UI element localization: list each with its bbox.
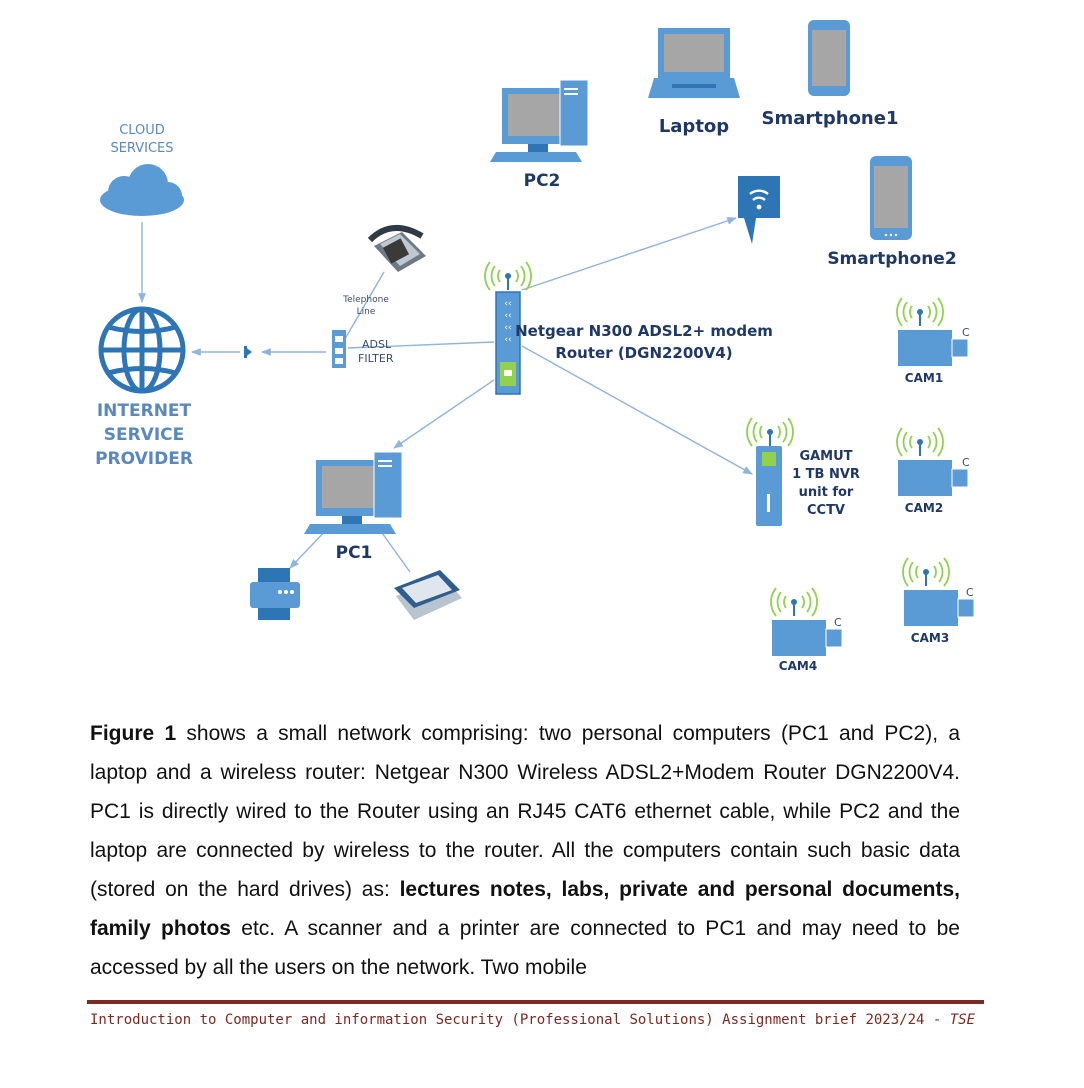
cam2-camera-icon bbox=[897, 459, 969, 497]
paragraph-bold-data-list: lectures notes, labs, private and person… bbox=[90, 878, 960, 940]
cloud-icon bbox=[100, 164, 184, 216]
scanner-icon bbox=[394, 570, 462, 620]
cam4-camera-icon bbox=[771, 619, 843, 657]
cam1-lens-label: C bbox=[962, 326, 970, 339]
nvr-label-line3: unit for bbox=[799, 485, 854, 500]
footer-text: Introduction to Computer and information… bbox=[90, 1012, 950, 1028]
nvr-label-line2: 1 TB NVR bbox=[792, 467, 860, 482]
cam4-lens-label: C bbox=[834, 616, 842, 629]
footer: Introduction to Computer and information… bbox=[90, 1012, 975, 1028]
telephone-line bbox=[341, 271, 385, 345]
figure-description-paragraph: Figure 1 shows a small network comprisin… bbox=[90, 714, 960, 987]
pc1-label: PC1 bbox=[336, 543, 373, 563]
adsl-filter-icon bbox=[332, 330, 346, 368]
network-diagram: CLOUD SERVICES INTERNET SERVICE PROVIDER… bbox=[95, 20, 975, 673]
cam4-label: CAM4 bbox=[779, 659, 817, 673]
cam4-signal-icon bbox=[769, 587, 819, 617]
cam1-signal-icon bbox=[895, 297, 945, 327]
svg-text:‹‹: ‹‹ bbox=[504, 335, 511, 345]
laptop-label: Laptop bbox=[659, 116, 729, 137]
router-icon: ‹‹ ‹‹ ‹‹ ‹‹ bbox=[495, 291, 521, 395]
nvr-icon bbox=[756, 446, 782, 526]
laptop-icon bbox=[648, 28, 740, 98]
pc2-label: PC2 bbox=[524, 171, 561, 191]
nvr-signal-icon bbox=[745, 417, 795, 447]
phone-jack-icon bbox=[244, 346, 252, 358]
smartphone2-icon bbox=[870, 156, 912, 240]
cam2-signal-icon bbox=[895, 427, 945, 457]
smartphone1-label: Smartphone1 bbox=[762, 108, 899, 129]
isp-label-line3: PROVIDER bbox=[95, 449, 193, 469]
adsl-filter-label-line1: ADSL bbox=[362, 338, 392, 351]
router-to-filter-line bbox=[347, 341, 495, 349]
cloud-label-line1: CLOUD bbox=[119, 123, 165, 138]
cam2-lens-label: C bbox=[962, 456, 970, 469]
telephone-line-label-line2: Line bbox=[357, 307, 376, 317]
nvr-label-line1: GAMUT bbox=[799, 449, 852, 464]
isp-label-line1: INTERNET bbox=[97, 401, 192, 421]
pc1-to-scanner-line bbox=[379, 529, 411, 573]
router-to-nvr-line bbox=[521, 345, 753, 475]
router-to-pc1-line bbox=[393, 379, 495, 449]
nvr-label-line4: CCTV bbox=[807, 503, 845, 518]
smartphone2-label: Smartphone2 bbox=[827, 249, 956, 269]
svg-text:‹‹: ‹‹ bbox=[504, 323, 511, 333]
svg-text:‹‹: ‹‹ bbox=[504, 299, 511, 309]
printer-icon bbox=[250, 568, 300, 620]
cam3-camera-icon bbox=[903, 589, 975, 627]
smartphone1-icon bbox=[808, 20, 850, 96]
pc1-computer-icon bbox=[303, 451, 403, 535]
cloud-label-line2: SERVICES bbox=[110, 141, 173, 156]
connection-lines bbox=[138, 217, 753, 573]
cam3-label: CAM3 bbox=[911, 631, 949, 645]
cam3-lens-label: C bbox=[966, 586, 974, 599]
globe-icon bbox=[98, 306, 186, 394]
figure-reference: Figure 1 bbox=[90, 722, 177, 745]
paragraph-text-part1: shows a small network comprising: two pe… bbox=[90, 722, 960, 901]
cam2-label: CAM2 bbox=[905, 501, 943, 515]
footer-tag: TSE bbox=[949, 1012, 976, 1028]
telephone-line-label-line1: Telephone bbox=[342, 295, 389, 305]
pc2-computer-icon bbox=[489, 79, 589, 163]
router-label-line2: Router (DGN2200V4) bbox=[555, 344, 732, 362]
cam1-camera-icon bbox=[897, 329, 969, 367]
footer-divider bbox=[87, 1000, 984, 1004]
telephone-icon bbox=[367, 225, 426, 272]
svg-text:‹‹: ‹‹ bbox=[504, 311, 511, 321]
isp-label-line2: SERVICE bbox=[104, 425, 185, 445]
cam1-label: CAM1 bbox=[905, 371, 943, 385]
router-to-wifi-line bbox=[521, 217, 737, 291]
router-label-line1: Netgear N300 ADSL2+ modem bbox=[515, 322, 773, 340]
wifi-icon bbox=[738, 176, 780, 244]
paragraph-text-part2: etc. A scanner and a printer are connect… bbox=[90, 917, 960, 979]
adsl-filter-label-line2: FILTER bbox=[358, 352, 394, 365]
cam3-signal-icon bbox=[901, 557, 951, 587]
router-signal-icon bbox=[483, 261, 533, 291]
